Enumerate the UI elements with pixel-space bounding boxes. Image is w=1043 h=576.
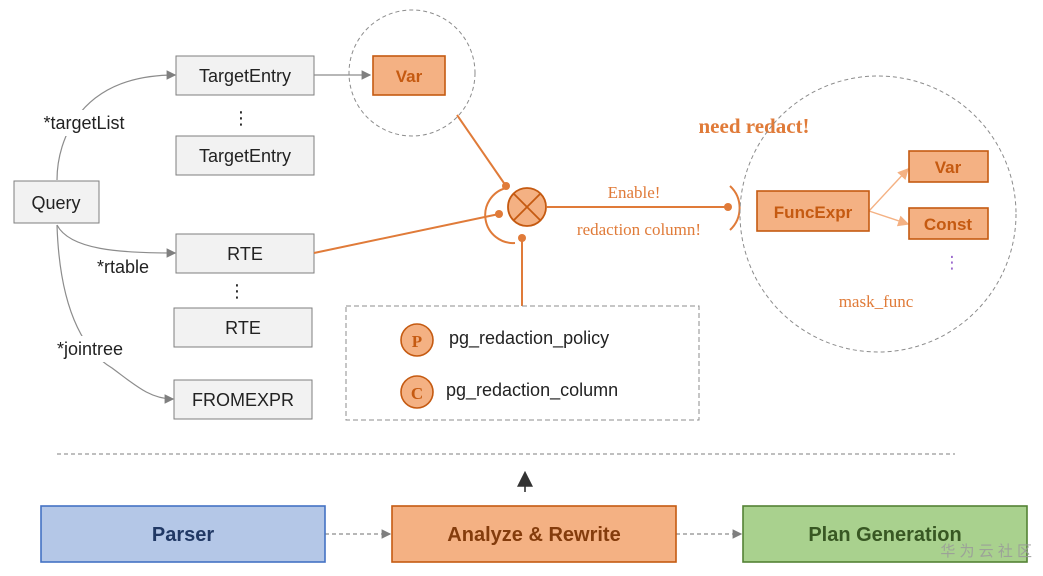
- mask-const-node: [908, 207, 989, 240]
- redaction-junction: Enable! redaction column!: [313, 114, 741, 306]
- mask-func-group: need redact! FuncExpr Var Const ⋮ mask_f…: [699, 75, 1017, 353]
- target-entry-label-2: TargetEntry: [199, 146, 291, 166]
- funcexpr-to-var-arrow: [868, 167, 909, 212]
- funcexpr-to-const-arrow: [868, 210, 910, 227]
- var-to-junction-line: [456, 114, 507, 187]
- mask-var-node: [908, 150, 989, 183]
- catalog-dashed-frame: [345, 305, 700, 421]
- var-dashed-circle: [348, 9, 476, 137]
- column-label: pg_redaction_column: [446, 380, 618, 401]
- junction-dot-left: [495, 210, 503, 218]
- junction-dot-bottom: [518, 234, 526, 242]
- policy-badge: [400, 323, 434, 357]
- mask-func-label: mask_func: [839, 292, 914, 311]
- target-entry-label-1: TargetEntry: [199, 66, 291, 86]
- junction-dot-right: [724, 203, 732, 211]
- junction-left-bracket: [484, 187, 516, 245]
- target-entry-node-1: [175, 55, 315, 96]
- junction-x-stroke-2: [513, 193, 541, 221]
- funcexpr-node: [756, 190, 870, 232]
- mask-var-label: Var: [935, 158, 962, 177]
- jointree-connector: [56, 224, 175, 404]
- junction-right-bracket: [729, 185, 741, 231]
- fromexpr-node: [173, 379, 313, 420]
- mask-const-label: Const: [924, 215, 973, 234]
- target-list-label: *targetList: [43, 113, 124, 133]
- var-node: [372, 55, 446, 96]
- rte-label-1: RTE: [227, 244, 263, 264]
- policy-badge-letter: P: [412, 332, 422, 351]
- query-label: Query: [31, 193, 80, 213]
- target-entry-node-2: [175, 135, 315, 176]
- rtable-label: *rtable: [97, 257, 149, 277]
- column-badge: [400, 375, 434, 409]
- mask-func-ellipsis: ⋮: [944, 253, 961, 272]
- analyze-stage: [391, 505, 677, 563]
- column-badge-letter: C: [411, 384, 423, 403]
- rte-label-2: RTE: [225, 318, 261, 338]
- plan-stage: [742, 505, 1028, 563]
- rtable-connector: [56, 224, 177, 258]
- query-node: [13, 180, 100, 224]
- enable-label: Enable!: [608, 183, 661, 202]
- policy-label: pg_redaction_policy: [449, 328, 609, 349]
- plan-label: Plan Generation: [808, 524, 961, 546]
- need-redact-label: need redact!: [699, 114, 810, 138]
- var-label: Var: [396, 67, 423, 86]
- query-tree: *targetList *rtable *jointree Query Targ…: [13, 55, 315, 420]
- jointree-label: *jointree: [57, 339, 123, 359]
- mask-func-dashed-circle: [739, 75, 1017, 353]
- catalog-box: P pg_redaction_policy C pg_redaction_col…: [345, 305, 700, 421]
- rte-node-2: [173, 307, 313, 348]
- rte-to-junction-line: [313, 213, 500, 254]
- fromexpr-label: FROMEXPR: [192, 390, 294, 410]
- redaction-column-label: redaction column!: [577, 220, 701, 239]
- analyze-label: Analyze & Rewrite: [447, 524, 620, 546]
- parser-stage: [40, 505, 326, 563]
- rte-ellipsis: ⋮: [228, 281, 246, 301]
- target-entry-ellipsis: ⋮: [232, 108, 250, 128]
- rte-node-1: [175, 233, 315, 274]
- var-group: Var: [314, 9, 476, 137]
- funcexpr-label: FuncExpr: [774, 203, 853, 222]
- watermark: 华 为 云 社 区: [940, 543, 1032, 560]
- parser-label: Parser: [152, 524, 214, 546]
- pipeline: Parser Analyze & Rewrite Plan Generation: [40, 505, 1028, 563]
